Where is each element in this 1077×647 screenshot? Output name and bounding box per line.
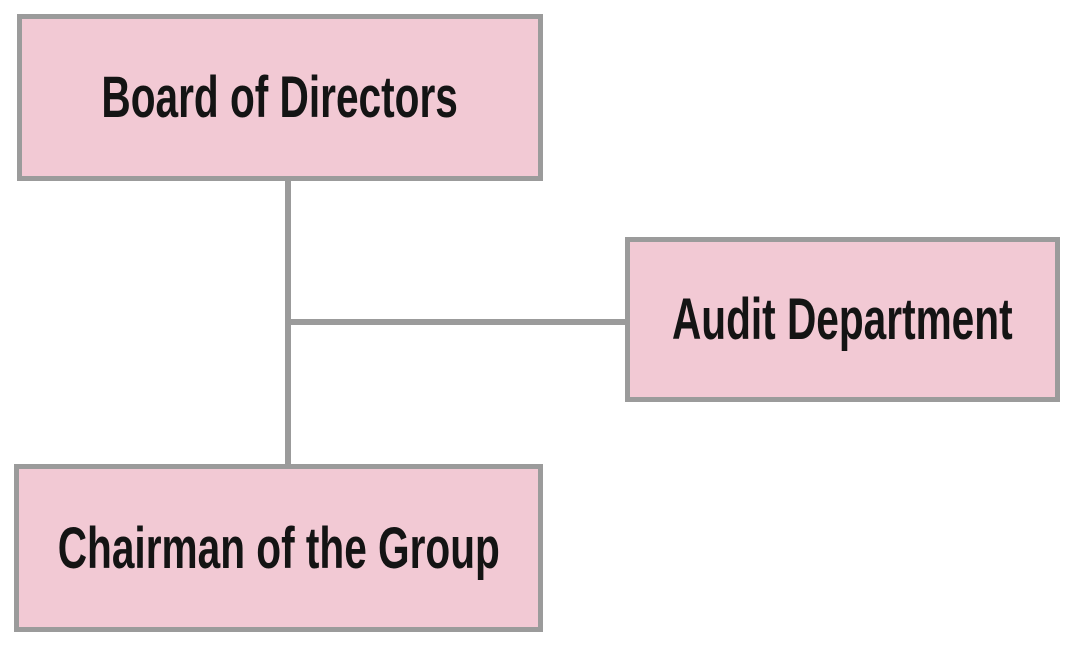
node-audit-department-label: Audit Department: [672, 287, 1013, 352]
node-audit-department: Audit Department: [625, 237, 1060, 402]
connector-trunk-to-audit: [288, 319, 625, 325]
node-chairman-of-the-group-label: Chairman of the Group: [57, 515, 500, 581]
node-board-of-directors-label: Board of Directors: [101, 65, 459, 130]
node-chairman-of-the-group: Chairman of the Group: [14, 464, 543, 632]
node-board-of-directors: Board of Directors: [17, 14, 543, 181]
